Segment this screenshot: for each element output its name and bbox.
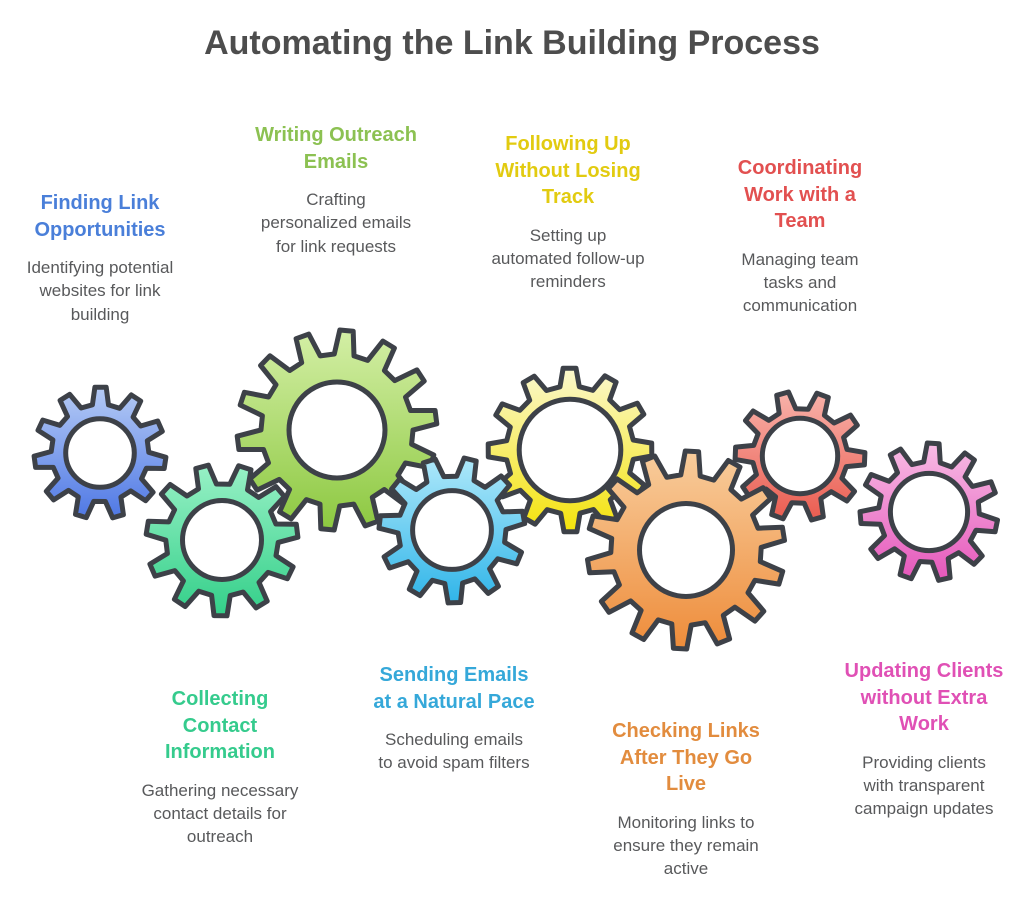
gear-orange-icon xyxy=(585,448,787,652)
step-finding-link-opportunities: Finding Link Opportunities Identifying p… xyxy=(5,190,195,326)
step-title-collecting-contact: Collecting Contact Information xyxy=(165,688,275,764)
step-desc-sending-emails: Scheduling emails to avoid spam filters xyxy=(378,730,530,773)
step-writing-outreach-emails: Writing Outreach Emails Crafting persona… xyxy=(236,122,436,258)
gear-blue-icon xyxy=(31,384,169,521)
step-updating-clients-without-extra-work: Updating Clients without Extra Work Prov… xyxy=(820,658,1024,821)
step-desc-following-up: Setting up automated follow-up reminders xyxy=(491,225,645,292)
step-desc-collecting-contact: Gathering necessary contact details for … xyxy=(141,780,299,847)
gear-teal-icon xyxy=(143,462,301,619)
step-desc-finding-link: Identifying potential websites for link … xyxy=(26,258,174,324)
gear-green-icon xyxy=(234,327,440,533)
gear-red-icon xyxy=(732,389,868,523)
page-title: Automating the Link Building Process xyxy=(204,24,820,62)
step-title-checking-links: Checking Links After They Go Live xyxy=(612,720,760,796)
step-title-writing-outreach: Writing Outreach Emails xyxy=(255,124,417,173)
step-desc-checking-links: Monitoring links to ensure they remain a… xyxy=(613,812,759,879)
step-title-sending-emails: Sending Emails at a Natural Pace xyxy=(373,664,535,713)
step-desc-writing-outreach: Crafting personalized emails for link re… xyxy=(260,190,412,256)
step-title-following-up: Following Up Without Losing Track xyxy=(495,133,641,209)
step-title-coordinating-work: Coordinating Work with a Team xyxy=(737,157,863,233)
step-title-updating-clients: Updating Clients without Extra Work xyxy=(844,660,1004,736)
gear-pink-icon xyxy=(857,440,1000,583)
step-coordinating-work-with-a-team: Coordinating Work with a Team Managing t… xyxy=(702,155,898,318)
step-desc-coordinating-work: Managing team tasks and communication xyxy=(741,249,859,316)
step-sending-emails-at-a-natural-pace: Sending Emails at a Natural Pace Schedul… xyxy=(348,662,560,775)
gear-light-blue-icon xyxy=(376,455,528,606)
step-title-finding-link: Finding Link Opportunities xyxy=(34,192,166,241)
step-following-up-without-losing-track: Following Up Without Losing Track Settin… xyxy=(468,131,668,294)
step-collecting-contact-information: Collecting Contact Information Gathering… xyxy=(122,686,318,849)
step-desc-updating-clients: Providing clients with transparent campa… xyxy=(854,752,994,819)
step-checking-links-after-they-go-live: Checking Links After They Go Live Monito… xyxy=(588,718,784,881)
